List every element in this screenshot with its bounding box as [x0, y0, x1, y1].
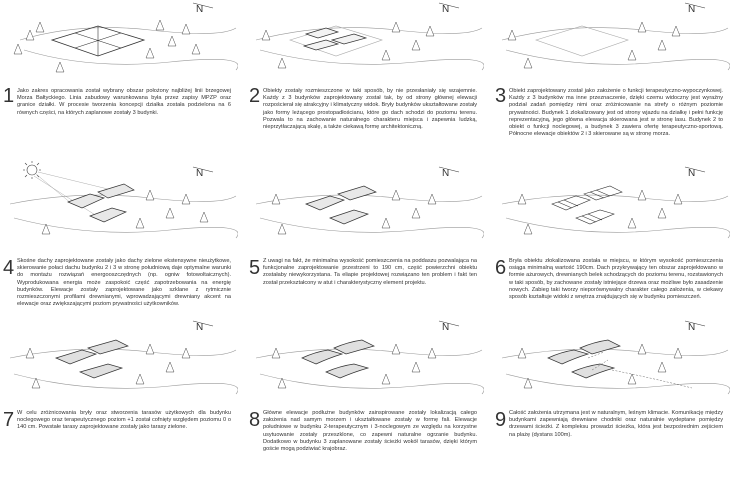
step-caption: Jako zakres opracowania został wybrany o… [17, 88, 231, 116]
svg-text:N: N [442, 168, 449, 179]
svg-text:N: N [688, 4, 695, 15]
panel-8: N 8 Główne elewacje podłużne budynków za… [246, 318, 484, 478]
step-caption: Obiekt zaprojektowany został jako założe… [509, 88, 723, 138]
svg-text:N: N [442, 322, 449, 333]
panel-5: N 5 Z uwagi na fakt, że minimalna wysoko… [246, 160, 484, 320]
panel-9: N 9 Całość założenia utrzymana jest w na… [492, 318, 730, 478]
north-arrow-icon: N [192, 166, 214, 179]
panel-3: N 3 Obiekt zaprojektowany został jako za… [492, 0, 730, 160]
step-number: 1 [3, 85, 15, 107]
panel-1: N 1 Jako zakres opracowania został wybra… [0, 0, 238, 160]
site-sketch-5: N [255, 166, 484, 239]
north-arrow-icon: N [192, 2, 214, 15]
step-number: 5 [249, 257, 261, 279]
step-number: 7 [3, 409, 15, 431]
panel-7: N 7 W celu zróżnicowania bryły oraz stwo… [0, 318, 238, 478]
panel-2: N 2 Obiekty zostały rozmieszczone w taki… [246, 0, 484, 160]
svg-text:N: N [196, 168, 203, 179]
step-number: 6 [495, 257, 507, 279]
step-number: 8 [249, 409, 261, 431]
north-arrow-icon: N [684, 2, 706, 15]
step-caption: Główne elewacje podłużne budynków zainsp… [263, 410, 477, 453]
svg-text:N: N [688, 168, 695, 179]
north-arrow-icon: N [438, 320, 460, 333]
step-number: 3 [495, 85, 507, 107]
site-sketch-6: N [501, 166, 730, 239]
site-sketch-8: N [255, 320, 484, 395]
step-caption: Całość założenia utrzymana jest w natura… [509, 410, 723, 438]
step-caption: W celu zróżnicowania bryły oraz stworzen… [17, 410, 231, 431]
svg-text:N: N [196, 4, 203, 15]
step-caption: Obiekty zostały rozmieszczone w taki spo… [263, 88, 477, 131]
svg-text:N: N [196, 322, 203, 333]
north-arrow-icon: N [438, 2, 460, 15]
panel-4: N 4 Skośne dachy zaprojektowane zostały … [0, 160, 238, 320]
site-sketch-7: N [9, 320, 238, 395]
step-caption: Z uwagi na fakt, że minimalna wysokość p… [263, 258, 477, 286]
site-sketch-9: N [501, 320, 730, 395]
north-arrow-icon: N [438, 166, 460, 179]
step-number: 9 [495, 409, 507, 431]
north-arrow-icon: N [684, 320, 706, 333]
step-caption: Bryła obiektu złokalizowana została w mi… [509, 258, 723, 301]
site-sketch-3: N [501, 2, 730, 71]
site-sketch-1: N [13, 2, 238, 73]
svg-text:N: N [442, 4, 449, 15]
north-arrow-icon: N [192, 320, 214, 333]
site-sketch-2: N [255, 2, 484, 71]
step-caption: Skośne dachy zaprojektowane zostały jako… [17, 258, 231, 308]
site-sketch-4: N [9, 161, 238, 239]
svg-text:N: N [688, 322, 695, 333]
step-number: 4 [3, 257, 15, 279]
panel-6: N 6 Bryła obiektu złokalizowana została … [492, 160, 730, 320]
step-number: 2 [249, 85, 261, 107]
north-arrow-icon: N [684, 166, 706, 179]
sun-icon [23, 161, 41, 179]
